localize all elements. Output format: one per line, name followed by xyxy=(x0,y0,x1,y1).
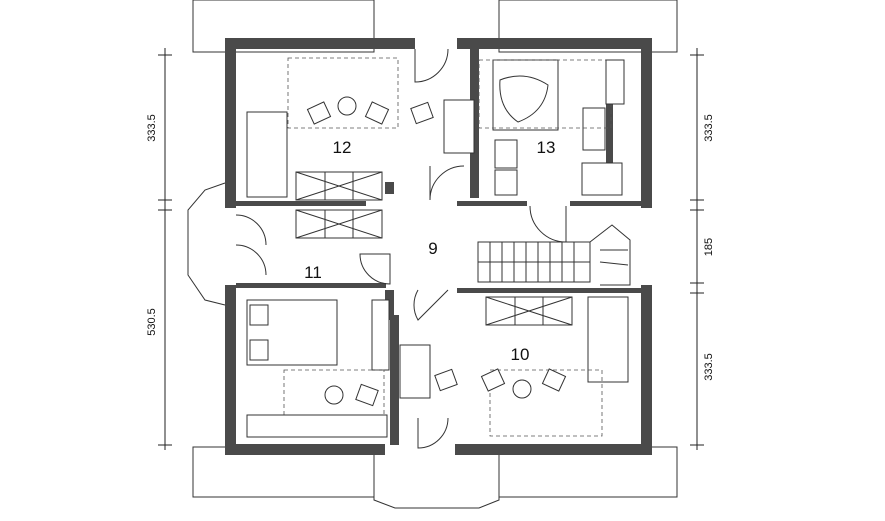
doors xyxy=(235,48,567,449)
room-13-furniture xyxy=(478,59,625,196)
dimension-right-bottom: 333.5 xyxy=(703,353,715,381)
dimension-right-middle: 185 xyxy=(703,238,715,256)
right-dimension-line xyxy=(690,48,704,450)
room-12-furniture xyxy=(246,57,475,201)
room-11-label: 11 xyxy=(304,263,322,282)
dimension-left-bottom: 530.5 xyxy=(146,308,158,336)
walls xyxy=(225,38,652,455)
room-10-label: 10 xyxy=(511,345,530,364)
room-11-furniture xyxy=(246,209,390,438)
left-dimension-line xyxy=(158,48,172,450)
room-12-label: 12 xyxy=(333,138,352,157)
room-10-furniture xyxy=(399,296,629,437)
room-9-label: 9 xyxy=(428,239,437,258)
dimension-right-top: 333.5 xyxy=(703,114,715,142)
stairs xyxy=(477,224,631,286)
dimension-left-top: 333.5 xyxy=(146,114,158,142)
room-13-label: 13 xyxy=(537,138,556,157)
